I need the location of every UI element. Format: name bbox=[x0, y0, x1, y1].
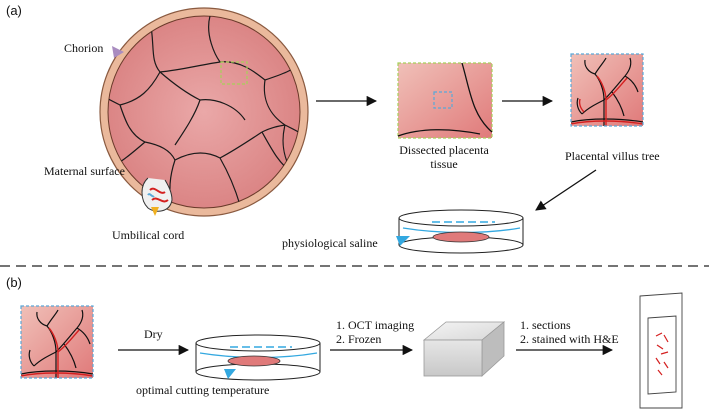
placenta-disc bbox=[99, 7, 309, 217]
dissected-tissue bbox=[397, 62, 493, 139]
saline-pointer-icon bbox=[396, 236, 410, 246]
oct-pointer-icon bbox=[224, 369, 236, 379]
panel-label-a: (a) bbox=[6, 3, 22, 18]
saline-dish bbox=[396, 209, 524, 254]
umbilical-cord-label: Umbilical cord bbox=[112, 228, 185, 242]
umbilical-cord bbox=[141, 177, 173, 216]
saline-label: physiological saline bbox=[282, 236, 378, 250]
oct-dish bbox=[195, 334, 321, 381]
arrow-diagonal-icon bbox=[535, 169, 597, 211]
selection-box-green bbox=[220, 61, 248, 85]
oct-step1-label: 1. OCT imaging bbox=[336, 318, 415, 332]
oct-step2-label: 2. Frozen bbox=[336, 332, 382, 346]
dry-label: Dry bbox=[144, 327, 163, 341]
chorion-label: Chorion bbox=[64, 41, 104, 55]
optimal-cutting-label: optimal cutting temperature bbox=[136, 383, 270, 397]
panel-label-b: (b) bbox=[6, 275, 22, 290]
sections-step1-label: 1. sections bbox=[520, 318, 571, 332]
sections-step2-label: 2. stained with H&E bbox=[520, 332, 619, 346]
villus-tree-b bbox=[20, 305, 94, 379]
frozen-block bbox=[422, 321, 506, 377]
cord-pointer-icon bbox=[151, 207, 159, 216]
villus-tree-label: Placental villus tree bbox=[565, 149, 660, 163]
dissected-tissue-label-line1: Dissected placenta bbox=[399, 143, 489, 157]
chorion-pointer-icon bbox=[112, 46, 124, 58]
dissected-tissue-label-line2: tissue bbox=[430, 157, 458, 171]
microscope-slide bbox=[639, 292, 683, 409]
maternal-surface-label: Maternal surface bbox=[44, 164, 125, 178]
selection-box-blue bbox=[433, 91, 453, 109]
villus-tree-a bbox=[570, 53, 644, 127]
